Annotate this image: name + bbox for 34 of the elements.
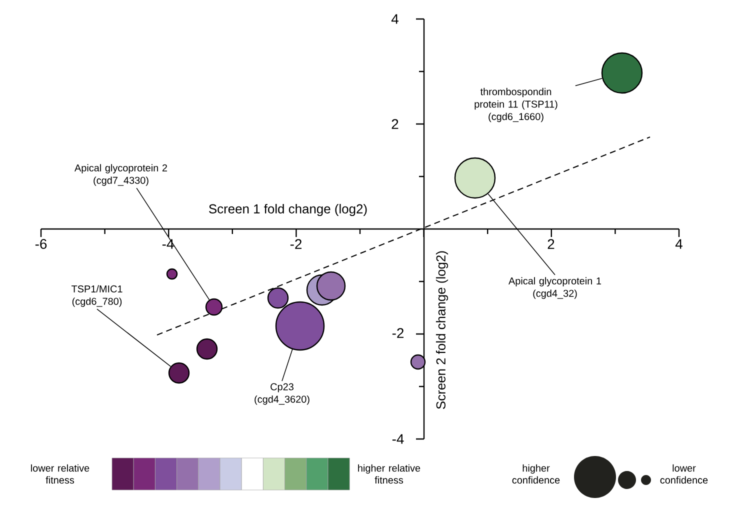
tick-label: -2 <box>290 239 302 249</box>
gene-label: Cp23 (cgd4_3620) <box>254 383 310 405</box>
bubble <box>410 354 426 370</box>
tick-label: 4 <box>391 14 398 24</box>
leader-line <box>136 188 210 300</box>
tick-label: -4 <box>162 239 174 249</box>
bubble <box>275 301 325 351</box>
gene-label: thrombospondin protein 11 (TSP11) (cgd6_1660) <box>474 88 558 122</box>
gene-label: Apical glycoprotein 2 (cgd7_4330) <box>74 164 167 186</box>
tick-label: -2 <box>392 328 404 338</box>
bubble <box>205 298 223 316</box>
bubble <box>454 157 496 199</box>
leader-line <box>574 78 603 86</box>
bubble <box>267 287 289 309</box>
tick-label: -6 <box>35 239 47 249</box>
leader-line <box>282 348 293 382</box>
bubble <box>168 362 190 384</box>
leader-line <box>488 193 556 276</box>
leader-line <box>96 308 172 367</box>
bubble <box>196 338 218 360</box>
tick-label: 2 <box>392 119 398 129</box>
legend-text: lower confidence <box>660 464 708 484</box>
bubble <box>601 52 643 94</box>
gene-label: TSP1/MIC1 (cgd6_780) <box>71 285 122 307</box>
legend-text: higher relative fitness <box>358 464 420 484</box>
axis-title: Screen 1 fold change (log2) <box>209 204 367 216</box>
axis-title: Screen 2 fold change (log2) <box>436 251 448 409</box>
legend-text: lower relative fitness <box>31 464 90 484</box>
bubble <box>166 268 178 280</box>
tick-label: 4 <box>675 239 682 249</box>
legend-text: higher confidence <box>512 464 560 484</box>
tick-label: -4 <box>392 434 404 444</box>
tick-label: 2 <box>548 239 554 249</box>
gene-label: Apical glycoprotein 1 (cgd4_32) <box>508 277 602 299</box>
